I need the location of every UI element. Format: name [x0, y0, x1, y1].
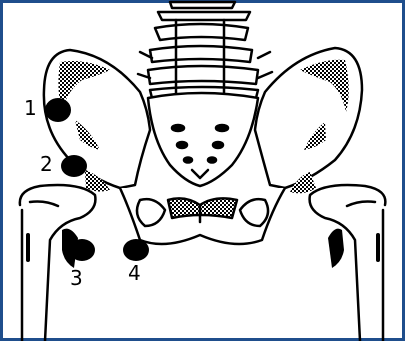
marker-1-label: 1 — [24, 96, 37, 120]
marker-2-dot — [61, 155, 87, 177]
marker-1-dot — [45, 98, 71, 122]
pubis-ischium — [120, 188, 285, 244]
marker-2-label: 2 — [40, 152, 53, 176]
marker-4-dot — [123, 239, 149, 261]
marker-3-dot — [69, 239, 95, 261]
marker-3-label: 3 — [70, 266, 83, 290]
marker-4-label: 4 — [128, 261, 141, 285]
